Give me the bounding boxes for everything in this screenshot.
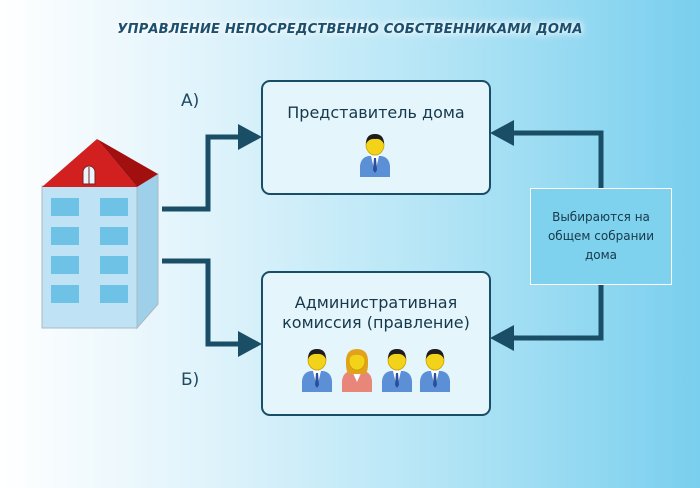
election-box: Выбираются на общем собрании дома xyxy=(530,188,672,285)
arrow-line-b xyxy=(162,258,240,347)
person-female-icon xyxy=(342,349,372,392)
arrow-line-election-bottom xyxy=(512,285,604,341)
election-text: Выбираются на общем собрании дома xyxy=(548,208,654,265)
arrow-head-election-top xyxy=(490,120,514,146)
commission-title-line1: Административная xyxy=(294,293,458,312)
arrow-line-a xyxy=(162,134,240,212)
arrow-head-a xyxy=(238,124,262,150)
label-b: Б) xyxy=(181,370,200,390)
arrow-line-election-top xyxy=(512,130,604,188)
election-text-line2: общем собрании xyxy=(547,229,655,243)
representative-title: Представитель дома xyxy=(287,103,465,122)
representative-box: Представитель дома xyxy=(261,80,491,195)
arrow-head-b xyxy=(238,331,262,357)
person-male-icon xyxy=(382,349,412,392)
person-male-icon xyxy=(420,349,450,392)
label-a: А) xyxy=(181,91,200,111)
person-male-icon xyxy=(360,134,390,177)
election-text-line3: дома xyxy=(584,248,618,262)
arrow-head-election-bottom xyxy=(490,325,514,351)
commission-title-line2: комиссия (правление) xyxy=(282,313,470,332)
person-male-icon xyxy=(302,349,332,392)
election-text-line1: Выбираются на xyxy=(552,210,650,224)
diagram-title: УПРАВЛЕНИЕ НЕПОСРЕДСТВЕННО СОБСТВЕННИКАМ… xyxy=(117,22,583,37)
commission-box: Административная комиссия (правление) xyxy=(261,271,491,416)
